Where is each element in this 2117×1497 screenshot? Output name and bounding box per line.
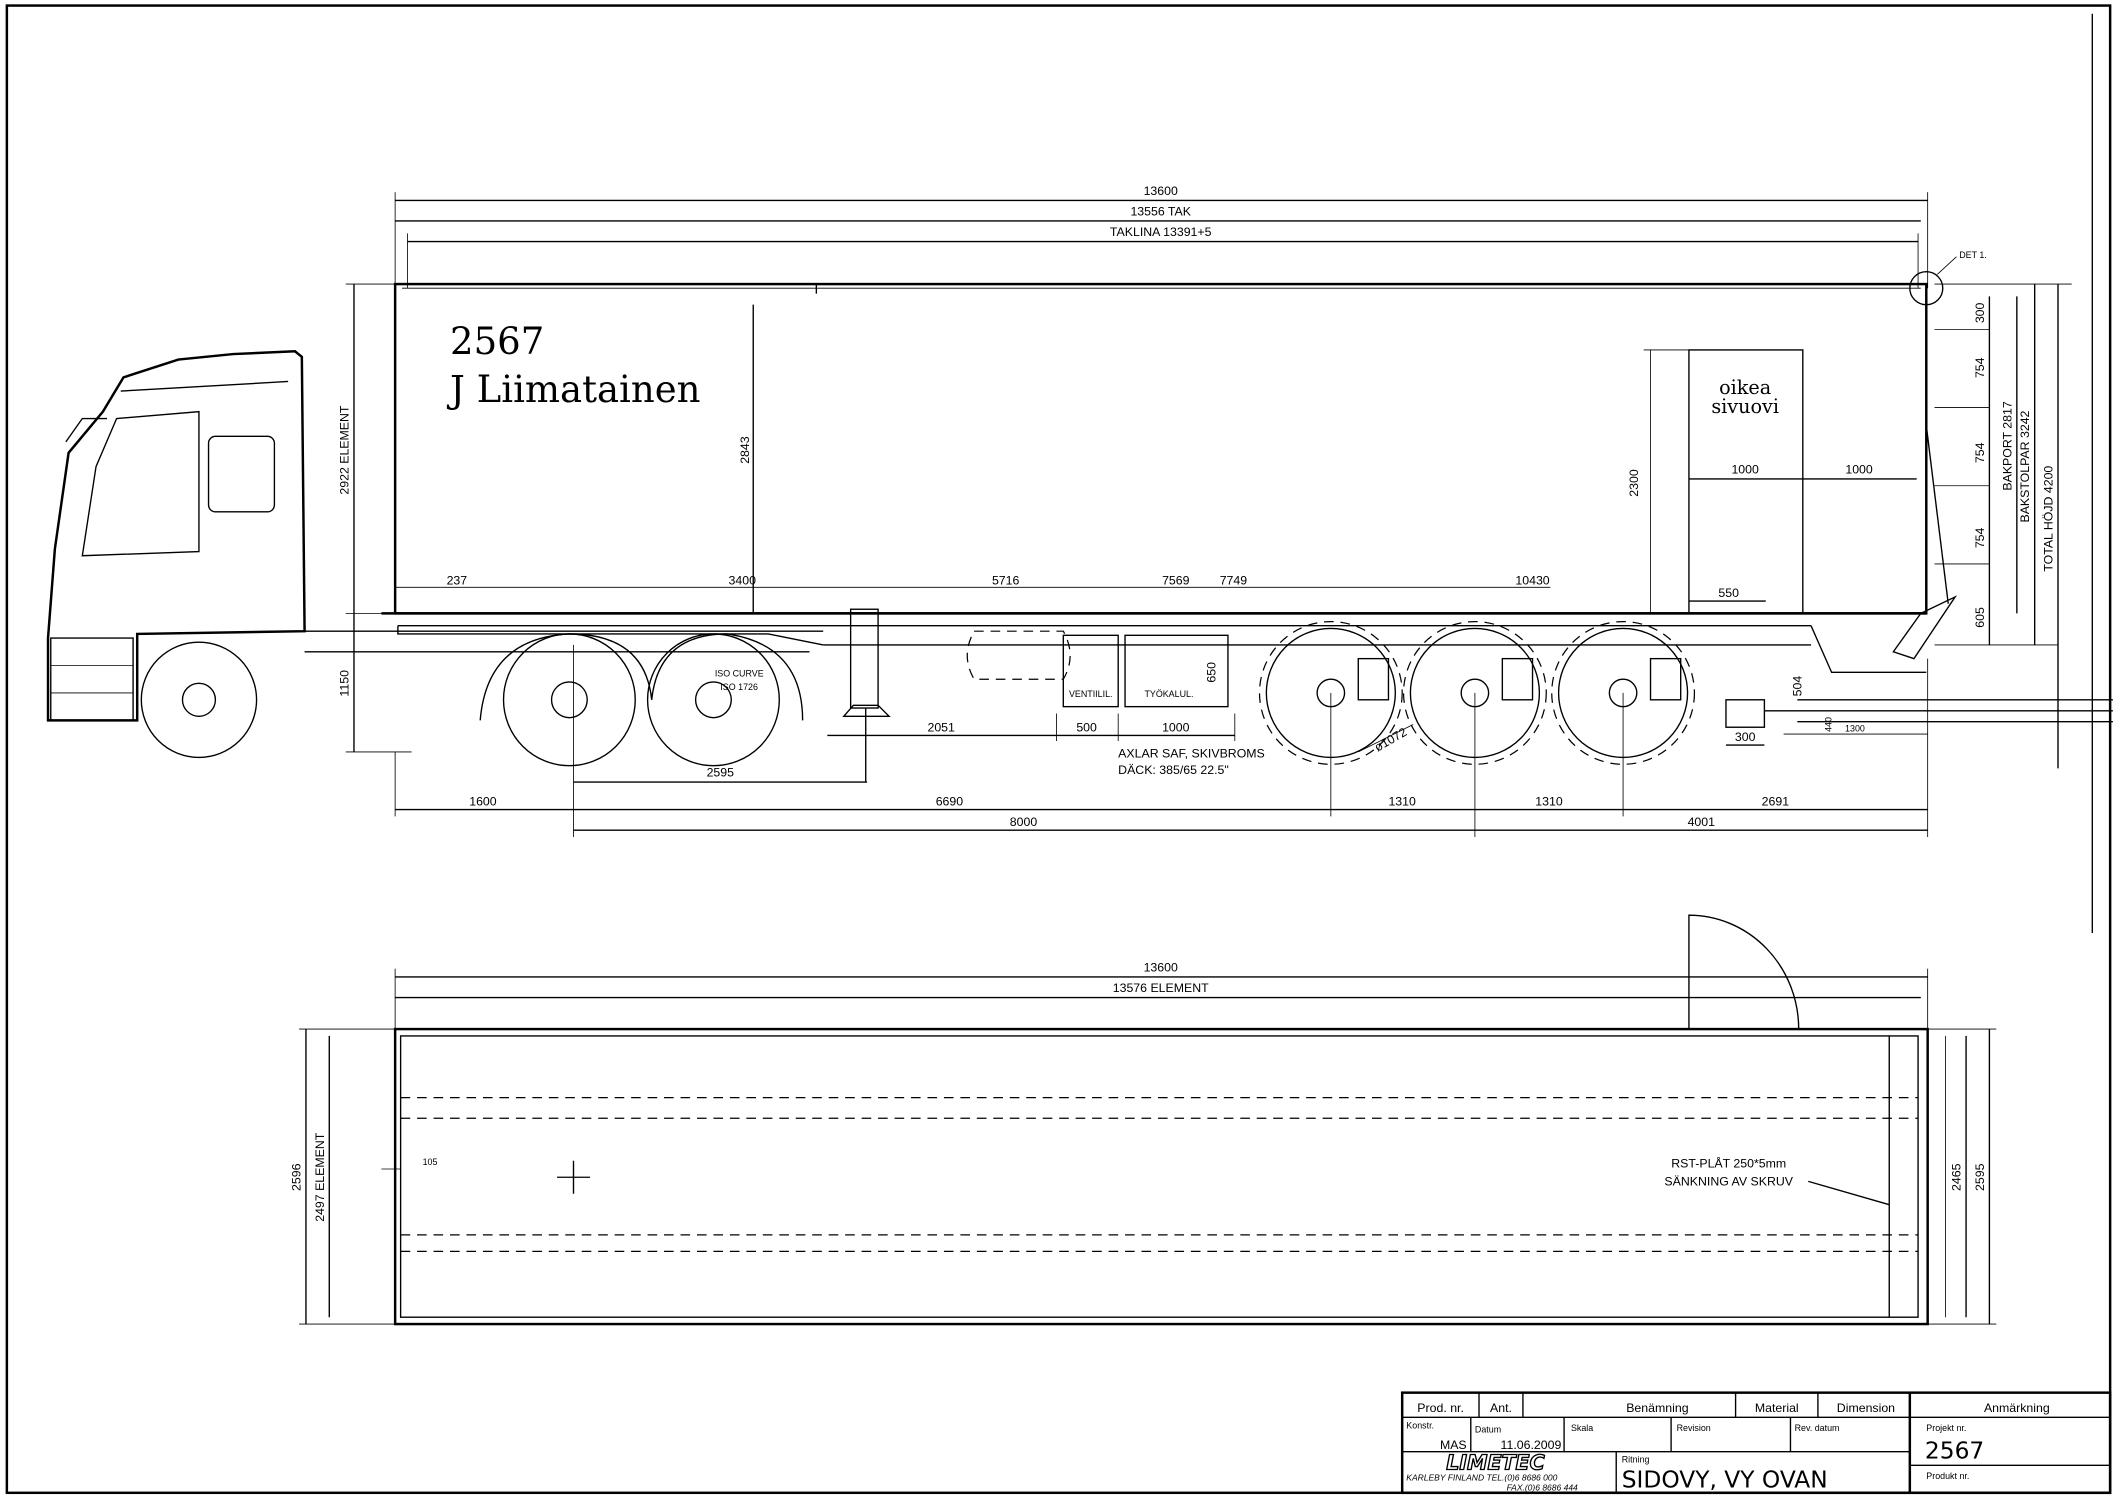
- datum-label: Datum: [1475, 1424, 1501, 1434]
- floor-mark: 3400: [729, 574, 757, 588]
- trailer-chassis: VENTIILIL. TYÖKALUL. 650: [381, 425, 2113, 783]
- dim-bottom: 1310: [1388, 794, 1416, 808]
- top-offset: 105: [423, 1157, 438, 1167]
- trailer-body: [393, 282, 1928, 615]
- dim-overall-length: 13600: [1144, 184, 1178, 198]
- header-ant: Ant.: [1490, 1401, 1512, 1415]
- door-label-2: sivuovi: [1711, 395, 1779, 418]
- side-view: 13600 13556 TAK TAKLINA 13391+5 DET 1. 2…: [46, 13, 2113, 934]
- axle-note-2: DÄCK: 385/65 22.5": [1118, 763, 1229, 777]
- limetec-logo: LIMETEC: [1446, 1450, 1546, 1475]
- header-anmarkning: Anmärkning: [1984, 1401, 2050, 1415]
- dim-rear-440: 440: [1824, 717, 1834, 732]
- dim-rear-segment: 300: [1973, 302, 1987, 323]
- dim-rear-segment: 754: [1973, 527, 1987, 548]
- dim-bottom: 1310: [1535, 794, 1563, 808]
- dim-2051: 2051: [927, 720, 955, 734]
- top-dim-outer-width: 2595: [1973, 1163, 1987, 1191]
- konstr-value: MAS: [1440, 1438, 1467, 1452]
- dim-door-offset: 1000: [1845, 462, 1873, 476]
- detail-callout: DET 1.: [1959, 250, 1987, 260]
- dim-inner-height: 2843: [738, 436, 752, 464]
- sheet-border: [5, 4, 2112, 1495]
- produkt-label: Produkt nr.: [1926, 1471, 1969, 1481]
- door-label-1: oikea: [1719, 376, 1771, 399]
- wheel-diameter: ø1072: [1372, 725, 1409, 755]
- dim-500: 500: [1076, 720, 1097, 734]
- dim-door-height: 2300: [1627, 469, 1641, 497]
- tool-box-label: TYÖKALUL.: [1144, 689, 1193, 699]
- revision-label: Revision: [1677, 1423, 1711, 1433]
- dim-rear-post: BAKSTOLPAR 3242: [2018, 410, 2032, 522]
- body-text-name: J Liimatainen: [446, 368, 701, 411]
- rear-dimensions: 300 754 754 754 605 BAKPORT 2817 BAKSTOL…: [1934, 13, 2093, 934]
- top-dimensions: 13600 13556 TAK TAKLINA 13391+5: [394, 184, 1929, 289]
- dim-total-height: TOTAL HÖJD 4200: [2042, 466, 2056, 572]
- projekt-value: 2567: [1925, 1438, 1984, 1465]
- center-mark: [557, 1160, 590, 1194]
- dim-bottom: 1600: [469, 794, 497, 808]
- dim-rear-segment: 754: [1973, 442, 1987, 463]
- konstr-label: Konstr.: [1406, 1420, 1434, 1430]
- company-line-2: FAX.(0)6 8686 444: [1507, 1483, 1578, 1493]
- iso-curve-label-2: ISO 1726: [720, 682, 758, 692]
- dim-rear-door: BAKPORT 2817: [2000, 401, 2014, 490]
- dim-door-bottom: 550: [1718, 586, 1739, 600]
- trailer-top-outline: [393, 1027, 1929, 1326]
- dim-rear-segment: 754: [1973, 357, 1987, 378]
- dim-door-width: 1000: [1731, 462, 1759, 476]
- company-line-1: KARLEBY FINLAND TEL.(0)6 8686 000: [1406, 1472, 1557, 1482]
- dim-bottom: 6690: [936, 794, 964, 808]
- dim-1000: 1000: [1162, 720, 1190, 734]
- bottom-dimensions: 2051 500 1000 AXLAR SAF, SKIVBROMS DÄCK:…: [394, 644, 1929, 837]
- projekt-label: Projekt nr.: [1926, 1423, 1966, 1433]
- header-benamning: Benämning: [1626, 1401, 1689, 1415]
- logo-text: LIMETEC: [1446, 1450, 1545, 1474]
- top-note-1: RST-PLÅT 250*5mm: [1671, 1156, 1786, 1171]
- dim-roof-length: 13556 TAK: [1130, 204, 1191, 218]
- top-dim-inner-width: 2465: [1950, 1163, 1964, 1191]
- dim-bottom: 4001: [1688, 815, 1716, 829]
- top-dim-overall: 13600: [1144, 960, 1178, 974]
- top-view: 13600 13576 ELEMENT 105 RST-PLÅT 250*5mm…: [289, 914, 1997, 1326]
- floor-mark: 7569: [1162, 574, 1190, 588]
- floor-mark: 10430: [1515, 574, 1549, 588]
- ritning-label: Ritning: [1622, 1455, 1650, 1465]
- trailer-axles: ø1072: [1258, 620, 1696, 765]
- detail-circle: [1909, 271, 1944, 306]
- dim-bottom: 2691: [1762, 794, 1790, 808]
- floor-mark: 237: [447, 574, 468, 588]
- iso-curve-label-1: ISO CURVE: [715, 668, 764, 678]
- floor-mark: 7749: [1220, 574, 1248, 588]
- dim-rear-300: 300: [1735, 730, 1756, 744]
- dim-floor-height: 1150: [337, 670, 351, 697]
- dim-bottom: 8000: [1010, 815, 1038, 829]
- datum-value: 11.06.2009: [1501, 1438, 1562, 1452]
- top-dim-element: 13576 ELEMENT: [1113, 981, 1209, 995]
- top-dim-element-width: 2497 ELEMENT: [313, 1132, 327, 1222]
- door-swing-arc: [1688, 914, 1800, 1030]
- ritning-value: SIDOVY, VY OVAN: [1622, 1466, 1828, 1493]
- header-material: Material: [1755, 1401, 1799, 1415]
- rev-datum-label: Rev. datum: [1795, 1423, 1840, 1433]
- valve-box-label: VENTIILIL.: [1069, 689, 1113, 699]
- dim-roof-line: TAKLINA 13391+5: [1110, 225, 1212, 239]
- top-dim-width: 2596: [289, 1163, 303, 1191]
- header-dimension: Dimension: [1837, 1401, 1895, 1415]
- skala-label: Skala: [1571, 1423, 1593, 1433]
- dim-rear-segment: 605: [1973, 607, 1987, 628]
- top-note-2: SÄNKNING AV SKRUV: [1664, 1174, 1793, 1188]
- axle-note-1: AXLAR SAF, SKIVBROMS: [1118, 746, 1265, 760]
- dim-2595: 2595: [707, 766, 735, 780]
- dim-box-height: 650: [1205, 662, 1219, 683]
- truck-tractor: ISO CURVE ISO 1726: [46, 350, 824, 767]
- floor-mark: 5716: [992, 574, 1020, 588]
- body-text-number: 2567: [450, 320, 544, 363]
- dim-element-height: 2922 ELEMENT: [337, 405, 351, 495]
- dim-rear-504: 504: [1790, 676, 1804, 697]
- header-prod-nr: Prod. nr.: [1417, 1401, 1464, 1415]
- title-block: Prod. nr. Ant. Benämning Material Dimens…: [1400, 1391, 2112, 1495]
- dim-rear-1300: 1300: [1845, 723, 1865, 733]
